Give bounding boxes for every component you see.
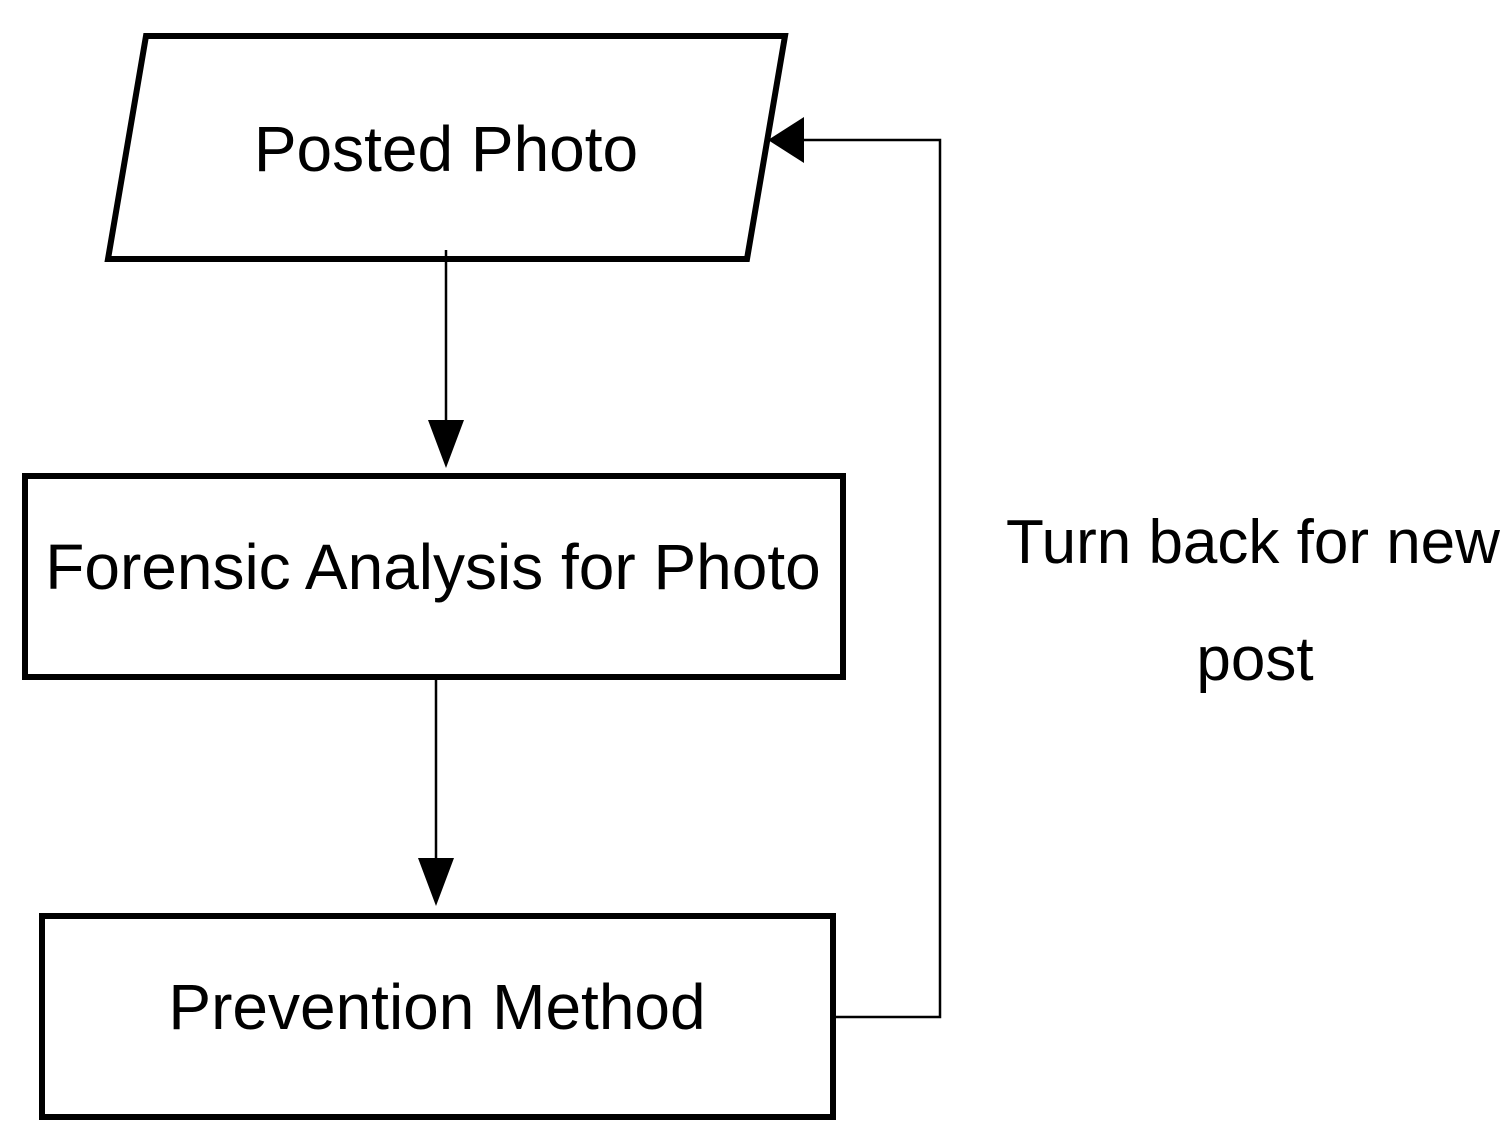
edge-posted-to-forensic: [428, 250, 464, 468]
arrowhead-left-icon: [768, 117, 804, 163]
arrowhead-down-icon: [418, 858, 454, 906]
arrowhead-down-icon: [428, 420, 464, 468]
edge-forensic-to-prevention: [418, 679, 454, 906]
posted-photo-shape: [104, 33, 789, 262]
node-prevention-method: Prevention Method: [39, 913, 836, 1120]
prevention-method-shape: [39, 913, 836, 1120]
posted-photo-label: Posted Photo: [254, 113, 638, 185]
node-forensic-analysis: Forensic Analysis for Photo: [22, 473, 846, 680]
feedback-line: [800, 138, 942, 1019]
node-posted-photo: Posted Photo: [104, 33, 789, 262]
edge-feedback-loop: Turn back for new post: [768, 117, 1500, 1019]
feedback-label-line2: post: [1196, 625, 1313, 694]
feedback-label-line1: Turn back for new: [1006, 508, 1500, 577]
forensic-analysis-label: Forensic Analysis for Photo: [45, 531, 820, 603]
forensic-analysis-shape: [22, 473, 846, 680]
prevention-method-label: Prevention Method: [168, 971, 705, 1043]
